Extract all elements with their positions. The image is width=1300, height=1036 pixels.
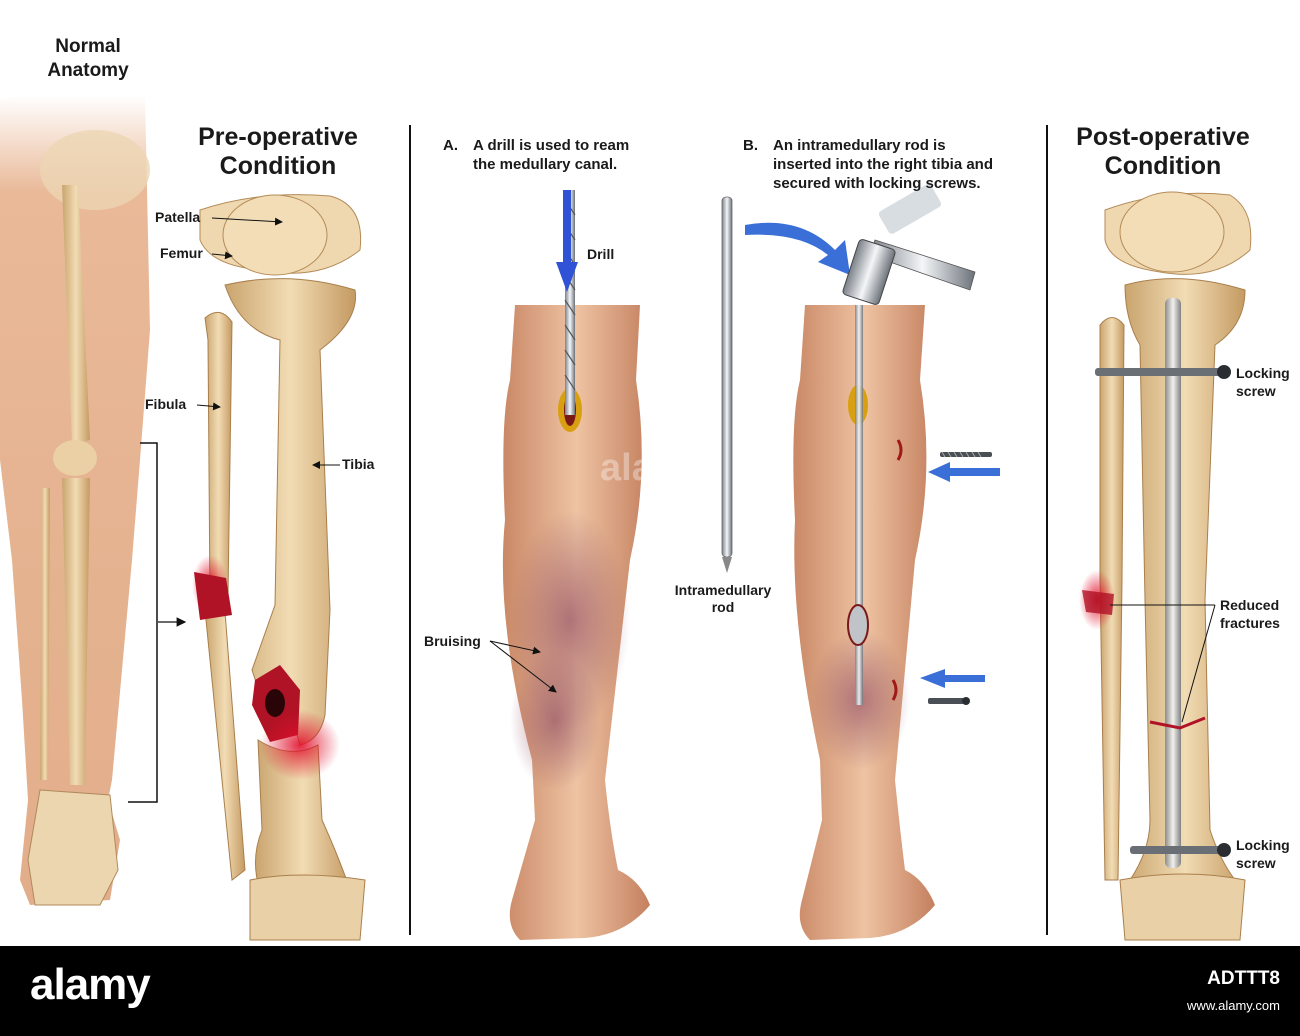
label-tibia: Tibia <box>342 456 375 472</box>
fibula-pointer <box>196 402 221 411</box>
patella-pointer <box>211 217 283 226</box>
label-locking-screw-top-1: Locking <box>1236 365 1290 381</box>
label-reduced-1: Reduced <box>1220 597 1279 613</box>
label-femur: Femur <box>160 245 203 261</box>
preop-bones <box>192 194 366 941</box>
step-b-letter: B. <box>743 137 758 154</box>
label-locking-screw-bottom-1: Locking <box>1236 837 1290 853</box>
label-bruising: Bruising <box>424 633 481 649</box>
step-a-leg <box>502 190 650 940</box>
screw-arrow-upper <box>928 462 1000 482</box>
label-patella: Patella <box>155 209 200 225</box>
locking-screw-top <box>1095 368 1225 376</box>
step-b-caption-line1: An intramedullary rod is <box>773 137 946 154</box>
bruising-pointer-1 <box>489 640 541 655</box>
preop-title-line2: Condition <box>220 152 337 180</box>
step-b-caption-line2: inserted into the right tibia and <box>773 156 993 173</box>
footer-image-id: ADTTT8 <box>1207 968 1280 989</box>
label-drill: Drill <box>587 246 614 262</box>
label-fibula: Fibula <box>145 396 186 412</box>
watermark: alamy <box>600 447 708 489</box>
bruising-pointer-2 <box>489 640 557 693</box>
locking-screw-upper <box>940 451 992 458</box>
normal-title-line1: Normal <box>55 36 120 57</box>
normal-anatomy-leg <box>0 95 150 906</box>
reduced-pointer-2 <box>1181 604 1216 723</box>
label-reduced-2: fractures <box>1220 615 1280 631</box>
label-rod-line2: rod <box>712 599 735 615</box>
hammer-icon <box>842 184 976 305</box>
label-rod-line1: Intramedullary <box>675 582 772 598</box>
label-locking-screw-top-2: screw <box>1236 383 1276 399</box>
step-b-caption-line3: secured with locking screws. <box>773 175 981 192</box>
label-locking-screw-bottom-2: screw <box>1236 855 1276 871</box>
postop-title-line1: Post-operative <box>1076 123 1250 151</box>
locking-screw-lower <box>928 697 970 705</box>
intramedullary-rod <box>721 196 733 558</box>
postop-title-line2: Condition <box>1105 152 1222 180</box>
step-a-letter: A. <box>443 137 458 154</box>
bracket <box>128 442 158 803</box>
screw-arrow-lower <box>920 669 985 688</box>
footer-logo: alamy <box>30 960 151 1009</box>
femur-pointer <box>211 251 233 260</box>
postop-bones <box>1079 191 1252 941</box>
footer-bar: alamy ADTTT8 www.alamy.com <box>0 946 1300 1036</box>
footer-url: www.alamy.com <box>1187 998 1280 1013</box>
drill-arrow <box>556 190 578 292</box>
locking-screw-bottom <box>1130 846 1225 854</box>
insertion-arrow <box>745 222 850 275</box>
drill-bit <box>565 190 575 415</box>
step-a-caption-line1: A drill is used to ream <box>473 137 629 154</box>
step-a-caption-line2: the medullary canal. <box>473 156 617 173</box>
step-b-leg <box>793 305 935 940</box>
illustration-canvas: Normal Anatomy Pre-operative Condition P… <box>0 36 1290 941</box>
implanted-rod <box>1165 298 1181 868</box>
preop-title-line1: Pre-operative <box>198 123 358 151</box>
normal-title-line2: Anatomy <box>47 60 129 81</box>
fibula-fracture <box>194 572 232 620</box>
